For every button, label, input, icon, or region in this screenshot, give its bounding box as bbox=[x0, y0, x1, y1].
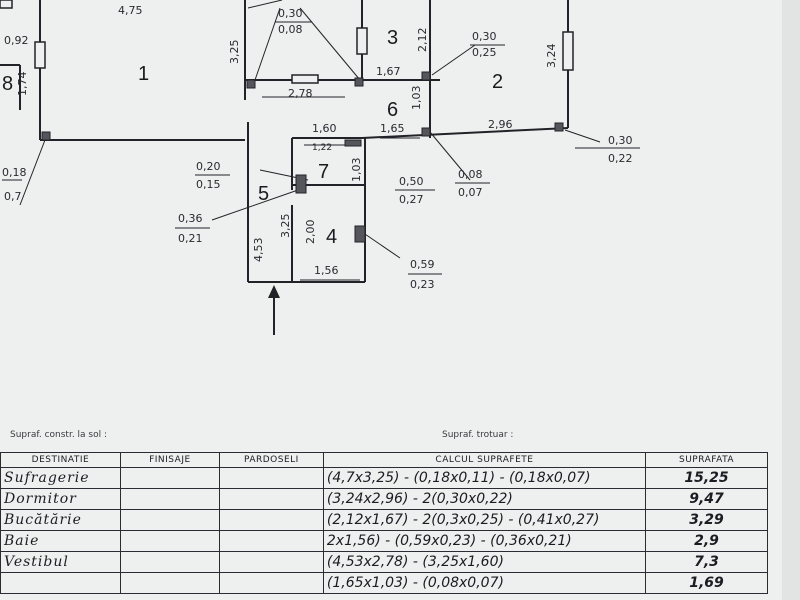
row-area: 7,3 bbox=[645, 551, 768, 573]
header-pardoseli: PARDOSELI bbox=[218, 452, 324, 468]
room-number-8: 8 bbox=[2, 73, 13, 95]
row-finisaje bbox=[119, 488, 220, 510]
row-finisaje bbox=[119, 551, 220, 573]
dim-212: 2,12 bbox=[416, 28, 429, 53]
dim-050: 0,50 bbox=[399, 175, 424, 188]
dim-200: 2,00 bbox=[304, 220, 317, 245]
row-calc: (4,53x2,78) - (3,25x1,60) bbox=[322, 551, 647, 573]
row-area: 2,9 bbox=[645, 530, 768, 552]
table-row: Bucătărie (2,12x1,67) - 2(0,3x0,25) - (0… bbox=[0, 509, 768, 531]
dim-160: 1,60 bbox=[312, 122, 337, 135]
row-calc: 2x1,56) - (0,59x0,23) - (0,36x0,21) bbox=[322, 530, 647, 552]
row-name: Bucătărie bbox=[0, 509, 121, 531]
header-destinatie: DESTINATIE bbox=[0, 452, 121, 468]
header-calcul: CALCUL SUPRAFETE bbox=[322, 452, 647, 468]
row-pardoseli bbox=[218, 572, 324, 594]
room-number-1: 1 bbox=[138, 63, 149, 85]
row-area: 3,29 bbox=[645, 509, 768, 531]
dim-165: 1,65 bbox=[380, 122, 405, 135]
row-name: Vestibul bbox=[0, 551, 121, 573]
dim-07: 0,7 bbox=[4, 190, 22, 203]
room-number-7: 7 bbox=[318, 161, 329, 183]
area-calculation-table: DESTINATIE FINISAJE PARDOSELI CALCUL SUP… bbox=[0, 452, 768, 594]
row-area: 15,25 bbox=[645, 467, 768, 489]
dim-018: 0,18 bbox=[2, 166, 27, 179]
row-finisaje bbox=[119, 530, 220, 552]
dim-453: 4,53 bbox=[252, 238, 265, 263]
dim-022-right: 0,22 bbox=[608, 152, 633, 165]
room-number-4: 4 bbox=[326, 226, 337, 248]
window-marks bbox=[0, 0, 574, 84]
dim-156: 1,56 bbox=[314, 264, 339, 277]
dim-020: 0,20 bbox=[196, 160, 221, 173]
row-name: Dormitor bbox=[0, 488, 121, 510]
row-pardoseli bbox=[218, 530, 324, 552]
row-calc: (4,7x3,25) - (0,18x0,11) - (0,18x0,07) bbox=[322, 467, 647, 489]
dim-030-r2: 0,30 bbox=[472, 30, 497, 43]
row-area: 1,69 bbox=[645, 572, 768, 594]
row-finisaje bbox=[119, 467, 220, 489]
row-calc: (2,12x1,67) - 2(0,3x0,25) - (0,41x0,27) bbox=[322, 509, 647, 531]
dim-296: 2,96 bbox=[488, 118, 513, 131]
table-row: Baie 2x1,56) - (0,59x0,23) - (0,36x0,21)… bbox=[0, 530, 768, 552]
room-number-6: 6 bbox=[387, 99, 398, 121]
dim-103-7: 1,03 bbox=[350, 158, 363, 183]
room-number-3: 3 bbox=[387, 27, 398, 49]
caption-constr-area: Supraf. constr. la sol : bbox=[10, 430, 108, 440]
table-row: (1,65x1,03) - (0,08x0,07) 1,69 bbox=[0, 572, 768, 594]
row-name bbox=[0, 572, 121, 594]
dim-027: 0,27 bbox=[399, 193, 424, 206]
row-pardoseli bbox=[218, 467, 324, 489]
paper-edge bbox=[782, 0, 800, 600]
header-suprafata: SUPRAFATA bbox=[645, 452, 768, 468]
dim-036: 0,36 bbox=[178, 212, 203, 225]
room-number-5: 5 bbox=[258, 183, 269, 205]
dim-021: 0,21 bbox=[178, 232, 203, 245]
entrance-arrow-icon bbox=[268, 285, 280, 335]
dim-278: 2,78 bbox=[288, 87, 313, 100]
dim-167: 1,67 bbox=[376, 65, 401, 78]
dim-103-6: 1,03 bbox=[410, 86, 423, 111]
row-finisaje bbox=[119, 509, 220, 531]
dim-015: 0,15 bbox=[196, 178, 221, 191]
row-calc: (1,65x1,03) - (0,08x0,07) bbox=[322, 572, 647, 594]
dim-092: 0,92 bbox=[4, 34, 29, 47]
header-finisaje: FINISAJE bbox=[119, 452, 220, 468]
dim-030-right: 0,30 bbox=[608, 134, 633, 147]
dim-030-top: 0,30 bbox=[278, 7, 303, 20]
table-header-row: DESTINATIE FINISAJE PARDOSELI CALCUL SUP… bbox=[0, 452, 768, 468]
table-row: Vestibul (4,53x2,78) - (3,25x1,60) 7,3 bbox=[0, 551, 768, 573]
dim-007-mid: 0,07 bbox=[458, 186, 483, 199]
vent-marks bbox=[41, 71, 564, 243]
dim-059: 0,59 bbox=[410, 258, 435, 271]
row-name: Baie bbox=[0, 530, 121, 552]
dim-122: 1,22 bbox=[312, 143, 332, 153]
row-area: 9,47 bbox=[645, 488, 768, 510]
table-row: Dormitor (3,24x2,96) - 2(0,30x0,22) 9,47 bbox=[0, 488, 768, 510]
dim-023: 0,23 bbox=[410, 278, 435, 291]
row-calc: (3,24x2,96) - 2(0,30x0,22) bbox=[322, 488, 647, 510]
caption-sidewalk-area: Supraf. trotuar : bbox=[442, 430, 514, 440]
dim-325-b: 3,25 bbox=[279, 214, 292, 239]
dim-174: 1,74 bbox=[16, 72, 29, 97]
row-pardoseli bbox=[218, 509, 324, 531]
dim-025-r2: 0,25 bbox=[472, 46, 497, 59]
row-finisaje bbox=[119, 572, 220, 594]
table-row: Sufragerie (4,7x3,25) - (0,18x0,11) - (0… bbox=[0, 467, 768, 489]
room-number-2: 2 bbox=[492, 71, 503, 93]
dim-325: 3,25 bbox=[228, 40, 241, 65]
row-pardoseli bbox=[218, 488, 324, 510]
dim-008-mid: 0,08 bbox=[458, 168, 483, 181]
row-name: Sufragerie bbox=[0, 467, 121, 489]
row-pardoseli bbox=[218, 551, 324, 573]
dim-top-wall: 4,75 bbox=[118, 4, 143, 17]
dim-008-top: 0,08 bbox=[278, 23, 303, 36]
dim-324: 3,24 bbox=[545, 44, 558, 69]
